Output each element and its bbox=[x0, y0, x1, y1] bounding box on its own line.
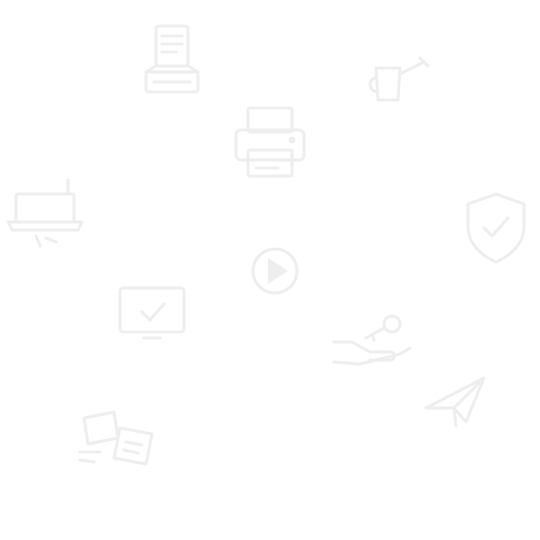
shield-icon bbox=[462, 190, 530, 266]
play-icon bbox=[248, 244, 302, 298]
watering-can-icon bbox=[368, 56, 432, 108]
document-stack-icon bbox=[142, 22, 202, 98]
laptop-icon bbox=[6, 176, 86, 250]
hand-key-icon bbox=[330, 308, 416, 370]
monitor-check-icon bbox=[116, 284, 188, 342]
airplane-icon bbox=[420, 372, 490, 432]
printer-icon bbox=[232, 104, 308, 180]
scattered-papers-icon bbox=[74, 408, 164, 474]
